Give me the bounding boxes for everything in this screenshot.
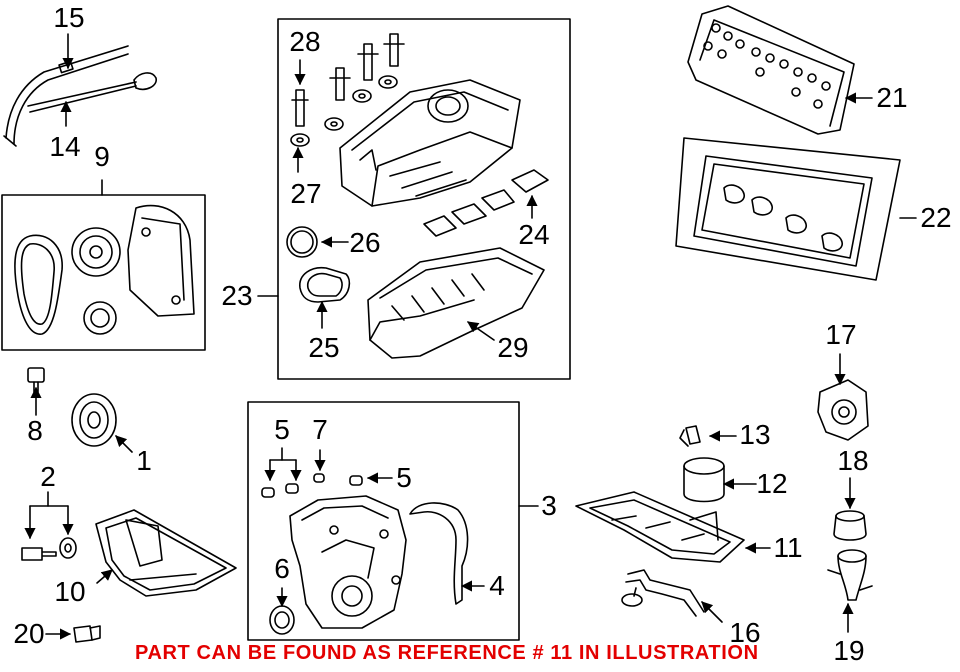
- windage-tray: [575, 491, 745, 563]
- callout-18: 18: [837, 445, 869, 476]
- oil-pan: [95, 509, 237, 597]
- oil-pickup-tube: [621, 569, 705, 617]
- throttle-body-gasket: [299, 266, 351, 303]
- leader-lines: [24, 33, 917, 640]
- callout-2: 2: [40, 461, 56, 492]
- oil-filter: [683, 457, 725, 503]
- callout-29: 29: [497, 332, 529, 363]
- lower-intake-manifold: [367, 247, 545, 359]
- dipstick-tube: [3, 45, 129, 147]
- callout-17: 17: [825, 319, 857, 350]
- callout-11: 11: [773, 532, 803, 563]
- timing-cover-gasket: [409, 502, 469, 605]
- callout-7: 7: [312, 414, 328, 445]
- callout-12: 12: [756, 468, 788, 499]
- valve-cover: [687, 5, 855, 135]
- damper-pulley: [71, 393, 117, 447]
- callout-22: 22: [920, 202, 952, 233]
- callout-14: 14: [49, 131, 81, 162]
- callout-4: 4: [489, 570, 505, 601]
- callout-9: 9: [94, 141, 110, 172]
- drain-plug: [73, 625, 101, 643]
- dowels: [261, 473, 363, 498]
- filler-cap: [833, 510, 867, 541]
- callout-16: 16: [729, 617, 761, 648]
- callout-5b: 5: [396, 462, 412, 493]
- valve-cover-gasket: [693, 155, 873, 267]
- callout-28: 28: [289, 26, 321, 57]
- port-gaskets: [423, 169, 549, 237]
- bolt-8: [27, 367, 45, 393]
- callout-13: 13: [739, 419, 771, 450]
- pan-bolt-washer: [21, 537, 77, 561]
- group-box-9: [1, 194, 206, 351]
- oil-filter-housing: [817, 379, 869, 441]
- callout-8: 8: [27, 415, 43, 446]
- filler-neck: [827, 549, 873, 601]
- callout-27: 27: [290, 178, 322, 209]
- front-crank-seal: [269, 605, 295, 635]
- callout-26: 26: [349, 227, 381, 258]
- callout-15: 15: [53, 2, 85, 33]
- intake-manifold: [339, 79, 521, 207]
- callout-3: 3: [541, 490, 557, 521]
- callout-19: 19: [833, 635, 865, 666]
- group-box-3: [247, 401, 520, 641]
- callout-23: 23: [221, 280, 253, 311]
- callout-6: 6: [274, 553, 290, 584]
- callout-10: 10: [54, 576, 86, 607]
- dipstick: [27, 72, 157, 113]
- throttle-o-ring: [286, 226, 318, 258]
- callout-25: 25: [308, 332, 340, 363]
- callout-5a: 5: [274, 414, 290, 445]
- group-box-22: [675, 137, 901, 281]
- timing-cover: [289, 495, 407, 629]
- group-box-23: [277, 18, 571, 380]
- intake-bolts: [291, 33, 405, 127]
- intake-grommets: [290, 75, 398, 147]
- oil-pressure-fitting: [679, 425, 701, 447]
- callout-24: 24: [518, 219, 550, 250]
- callout-20: 20: [13, 618, 45, 649]
- reference-note: PART CAN BE FOUND AS REFERENCE # 11 IN I…: [135, 642, 759, 664]
- callout-21: 21: [876, 82, 908, 113]
- callout-1: 1: [136, 445, 152, 476]
- timing-chain-components: [14, 204, 195, 335]
